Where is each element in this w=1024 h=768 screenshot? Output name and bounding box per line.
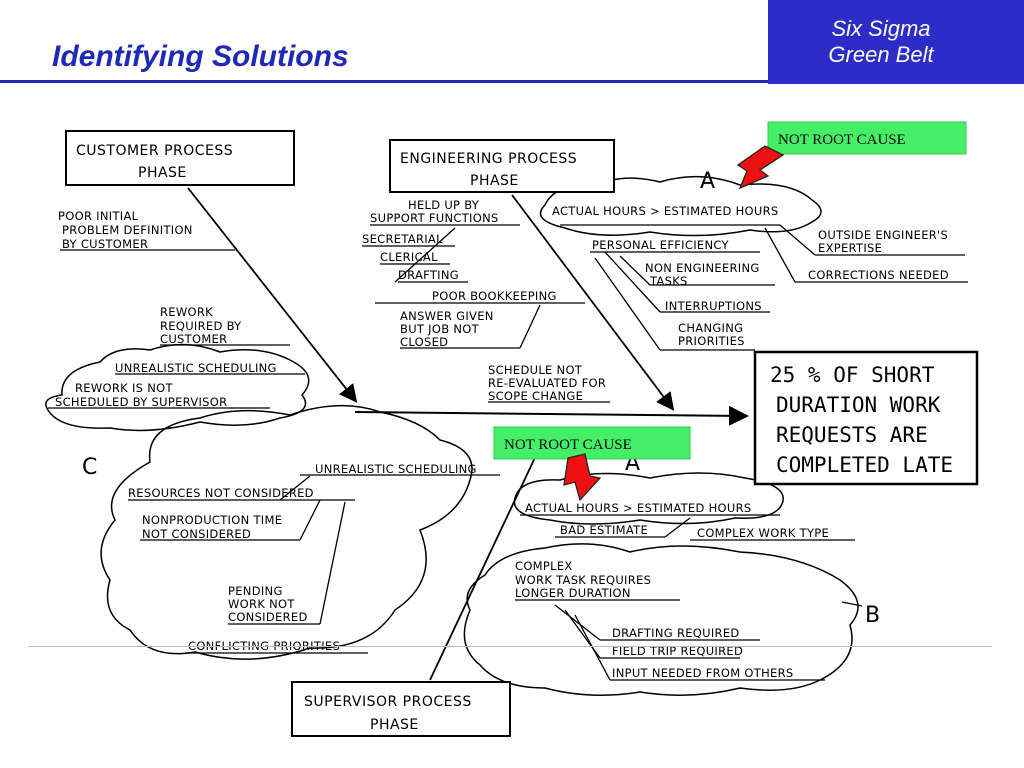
cloud-label-c: C <box>82 455 97 480</box>
svg-text:POOR INITIAL: POOR INITIAL <box>58 209 139 223</box>
customer-causes: POOR INITIAL PROBLEM DEFINITION BY CUSTO… <box>55 209 277 409</box>
svg-text:NON ENGINEERING: NON ENGINEERING <box>645 261 760 275</box>
svg-text:SUPERVISOR PROCESS: SUPERVISOR PROCESS <box>304 694 472 710</box>
svg-text:ENGINEERING PROCESS: ENGINEERING PROCESS <box>400 151 577 167</box>
svg-text:NOT CONSIDERED: NOT CONSIDERED <box>142 527 251 541</box>
svg-text:RE-EVALUATED FOR: RE-EVALUATED FOR <box>488 376 606 390</box>
svg-text:REQUIRED BY: REQUIRED BY <box>160 319 242 333</box>
svg-text:CORRECTIONS NEEDED: CORRECTIONS NEEDED <box>808 268 949 282</box>
svg-text:TASKS: TASKS <box>649 274 688 288</box>
bone-customer <box>187 187 358 403</box>
callout-not-root-cause-upper: NOT ROOT CAUSE <box>767 121 967 155</box>
svg-text:PHASE: PHASE <box>370 717 419 733</box>
svg-text:COMPLETED LATE: COMPLETED LATE <box>776 453 953 477</box>
svg-text:REWORK: REWORK <box>160 305 213 319</box>
svg-text:PHASE: PHASE <box>138 165 187 181</box>
svg-text:WORK NOT: WORK NOT <box>228 597 295 611</box>
svg-text:CLOSED: CLOSED <box>400 335 448 349</box>
svg-text:UNREALISTIC SCHEDULING: UNREALISTIC SCHEDULING <box>115 361 277 375</box>
fishbone-spine <box>354 405 749 426</box>
svg-text:INPUT NEEDED FROM OTHERS: INPUT NEEDED FROM OTHERS <box>612 666 794 680</box>
phase-box-supervisor: SUPERVISOR PROCESS PHASE <box>291 681 511 737</box>
page-title: Identifying Solutions <box>52 40 349 73</box>
svg-text:CUSTOMER PROCESS: CUSTOMER PROCESS <box>76 143 233 159</box>
cloud-label-b: B <box>865 603 880 628</box>
cloud-label-a-upper: A <box>700 169 715 194</box>
brand-line-2: Green Belt <box>828 42 934 67</box>
cloud-supervisor-b <box>463 543 859 696</box>
cloud-engineering-a <box>539 175 822 237</box>
callout-not-root-cause-lower: NOT ROOT CAUSE <box>493 426 691 460</box>
cloud-customer-c <box>45 343 310 432</box>
svg-text:NOT ROOT CAUSE: NOT ROOT CAUSE <box>778 132 906 148</box>
supervisor-sub-bones <box>128 474 863 681</box>
svg-text:WORK TASK REQUIRES: WORK TASK REQUIRES <box>515 573 651 587</box>
cloud-supervisor-c <box>100 405 473 660</box>
svg-text:HELD UP BY: HELD UP BY <box>408 198 480 212</box>
svg-text:BY CUSTOMER: BY CUSTOMER <box>62 237 148 251</box>
svg-text:COMPLEX WORK TYPE: COMPLEX WORK TYPE <box>697 526 829 540</box>
brand-panel: Six Sigma Green Belt <box>768 0 1024 84</box>
svg-text:RESOURCES NOT CONSIDERED: RESOURCES NOT CONSIDERED <box>128 486 314 500</box>
svg-text:REQUESTS ARE: REQUESTS ARE <box>776 423 928 447</box>
bone-engineering <box>511 194 675 411</box>
svg-text:POOR BOOKKEEPING: POOR BOOKKEEPING <box>432 289 557 303</box>
svg-text:ANSWER GIVEN: ANSWER GIVEN <box>400 309 494 323</box>
svg-text:NOT ROOT CAUSE: NOT ROOT CAUSE <box>504 437 632 453</box>
svg-text:INTERRUPTIONS: INTERRUPTIONS <box>665 299 762 313</box>
svg-text:ACTUAL HOURS > ESTIMATED HOURS: ACTUAL HOURS > ESTIMATED HOURS <box>525 501 752 515</box>
svg-text:FIELD TRIP REQUIRED: FIELD TRIP REQUIRED <box>612 644 743 658</box>
arrow-icon <box>563 453 602 502</box>
svg-text:PRIORITIES: PRIORITIES <box>678 334 745 348</box>
supervisor-causes: UNREALISTIC SCHEDULING RESOURCES NOT CON… <box>128 462 829 680</box>
customer-sub-bones <box>48 249 305 409</box>
engineering-causes: HELD UP BY SUPPORT FUNCTIONS SECRETARIAL… <box>362 198 949 403</box>
svg-text:ACTUAL HOURS > ESTIMATED HOURS: ACTUAL HOURS > ESTIMATED HOURS <box>552 204 779 218</box>
cloud-supervisor-a <box>513 472 784 525</box>
svg-text:SCHEDULE NOT: SCHEDULE NOT <box>488 363 583 377</box>
phase-box-engineering: ENGINEERING PROCESS PHASE <box>389 139 615 193</box>
svg-text:SUPPORT FUNCTIONS: SUPPORT FUNCTIONS <box>370 211 499 225</box>
svg-text:SCOPE CHANGE: SCOPE CHANGE <box>488 389 583 403</box>
svg-text:BAD ESTIMATE: BAD ESTIMATE <box>560 523 648 537</box>
svg-text:OUTSIDE ENGINEER'S: OUTSIDE ENGINEER'S <box>818 228 948 242</box>
svg-text:NONPRODUCTION TIME: NONPRODUCTION TIME <box>142 513 282 527</box>
arrow-icon <box>736 145 785 190</box>
title-underline <box>0 80 768 83</box>
svg-text:CUSTOMER: CUSTOMER <box>160 332 227 346</box>
bone-supervisor <box>429 429 549 681</box>
phase-box-customer: CUSTOMER PROCESS PHASE <box>65 130 295 186</box>
svg-text:LONGER DURATION: LONGER DURATION <box>515 586 631 600</box>
effect-box: 25 % OF SHORT DURATION WORK REQUESTS ARE… <box>753 350 979 486</box>
svg-text:PROBLEM DEFINITION: PROBLEM DEFINITION <box>62 223 193 237</box>
svg-text:PERSONAL EFFICIENCY: PERSONAL EFFICIENCY <box>592 238 729 252</box>
svg-text:SCHEDULED BY SUPERVISOR: SCHEDULED BY SUPERVISOR <box>55 395 227 409</box>
svg-text:CONSIDERED: CONSIDERED <box>228 610 308 624</box>
svg-text:25 % OF SHORT: 25 % OF SHORT <box>770 363 935 387</box>
svg-text:EXPERTISE: EXPERTISE <box>818 241 882 255</box>
svg-text:CLERICAL: CLERICAL <box>380 250 438 264</box>
svg-text:COMPLEX: COMPLEX <box>515 559 573 573</box>
svg-text:BUT JOB NOT: BUT JOB NOT <box>400 322 480 336</box>
svg-text:DRAFTING REQUIRED: DRAFTING REQUIRED <box>612 626 740 640</box>
engineering-sub-bones <box>362 224 968 403</box>
svg-text:UNREALISTIC SCHEDULING: UNREALISTIC SCHEDULING <box>315 462 477 476</box>
svg-text:DURATION WORK: DURATION WORK <box>776 393 941 417</box>
svg-text:PHASE: PHASE <box>470 173 519 189</box>
svg-text:SECRETARIAL: SECRETARIAL <box>362 232 443 246</box>
brand-line-1: Six Sigma <box>831 16 931 41</box>
svg-text:REWORK IS NOT: REWORK IS NOT <box>75 381 173 395</box>
svg-text:PENDING: PENDING <box>228 584 283 598</box>
svg-text:CHANGING: CHANGING <box>678 321 743 335</box>
footer-divider <box>28 646 992 647</box>
svg-text:DRAFTING: DRAFTING <box>398 268 459 282</box>
